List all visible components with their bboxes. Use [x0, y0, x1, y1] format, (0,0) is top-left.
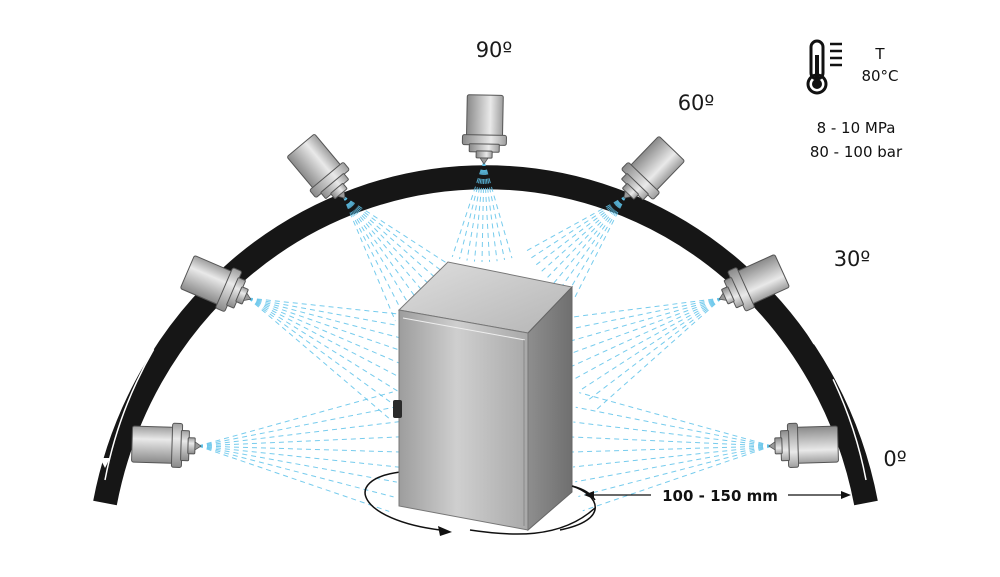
water-spray-jets [197, 160, 773, 512]
nozzle-30-left-spray [247, 297, 435, 420]
pressure-bar: 80 - 100 bar [810, 143, 903, 161]
rotation-arc [93, 117, 878, 506]
enclosure-cabinet [393, 261, 573, 532]
nozzle-0-right-spray [571, 392, 773, 512]
nozzle-60-right [621, 136, 685, 201]
angle-label-30: 30º [834, 247, 871, 271]
cabinet-lock-handle [393, 400, 402, 418]
cabinet-door [398, 309, 529, 531]
nozzle-90 [461, 94, 507, 165]
angle-label-90: 90º [476, 38, 513, 62]
nozzle-30-right [718, 254, 790, 312]
distance-dimension: 100 - 150 mm [584, 487, 851, 505]
distance-label: 100 - 150 mm [662, 487, 778, 505]
temperature-value: 80°C [861, 67, 898, 85]
nozzle-60-left-spray [342, 195, 458, 322]
nozzle-30-left [180, 255, 252, 312]
nozzle-60-left [287, 134, 350, 199]
nozzle-90-spray [451, 160, 513, 263]
nozzle-30-right-spray [554, 297, 723, 411]
angle-label-60: 60º [678, 91, 715, 115]
temperature-symbol: T [874, 45, 885, 63]
angle-label-0: 0º [883, 447, 906, 471]
nozzle-0-left-spray [197, 391, 401, 512]
nozzle-60-right-spray [523, 195, 627, 301]
nozzle-0-right [768, 422, 839, 468]
nozzle-0-left [131, 422, 202, 468]
thermometer-icon [806, 39, 842, 95]
arc-arrow-icons [100, 117, 826, 468]
pressure-mpa: 8 - 10 MPa [817, 119, 896, 137]
nozzle-group [131, 94, 839, 468]
arc-direction-line [104, 153, 867, 481]
